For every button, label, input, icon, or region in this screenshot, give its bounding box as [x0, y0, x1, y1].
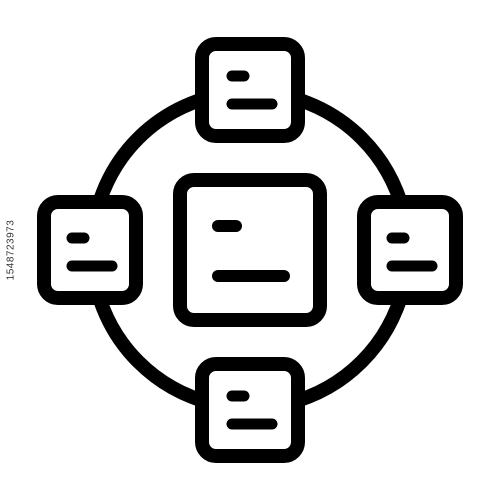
right-node: [357, 195, 463, 305]
bottom-node: [195, 357, 305, 463]
left-node: [37, 195, 143, 305]
stock-id-text: 1548723973: [5, 219, 17, 281]
top-node: [195, 37, 305, 143]
stock-id-watermark: 1548723973: [6, 220, 17, 281]
center-node: [173, 173, 327, 327]
